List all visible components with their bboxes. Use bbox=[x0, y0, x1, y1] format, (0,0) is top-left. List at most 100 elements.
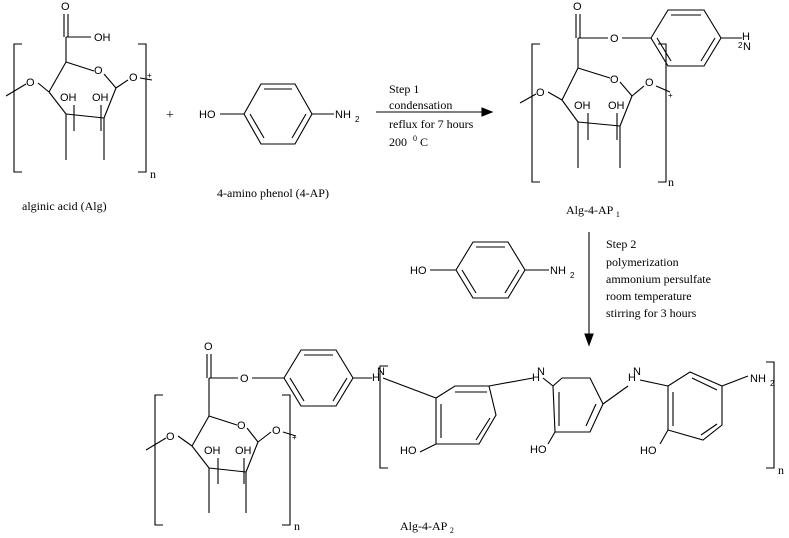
ap-ho: HO bbox=[199, 109, 216, 121]
ap2p-poly-ring-3-to-nh2 bbox=[721, 375, 749, 387]
ap2p-oh-a: OH bbox=[204, 445, 221, 457]
ap2p-end-nh2: NH bbox=[750, 373, 766, 385]
step1-temp-value: 200 bbox=[389, 135, 407, 149]
step1-line2: reflux for 7 hours bbox=[389, 117, 474, 131]
ap2p-ring-bond bbox=[191, 445, 210, 469]
ap1-nh2-h: H bbox=[742, 31, 750, 43]
ap1-ring-bond bbox=[577, 67, 611, 79]
ap2p-poly-ring-1-double-c bbox=[475, 417, 491, 441]
ap1-bracket-left bbox=[531, 43, 540, 183]
ap2p-carbonyl-o: O bbox=[204, 341, 213, 353]
ap2p-link-right bbox=[257, 431, 272, 443]
ap2p-poly-ring-3 bbox=[667, 371, 723, 441]
ap1-carbonyl-o: O bbox=[573, 1, 582, 13]
step1-temp: 200 0 C bbox=[389, 130, 428, 149]
ap2-nh2-sub: 2 bbox=[570, 271, 575, 280]
ap2p-repeat-n-poly: n bbox=[778, 463, 784, 477]
alg-oh-a: OH bbox=[60, 92, 77, 104]
ap2p-poly-ring-3-double-b bbox=[691, 377, 718, 391]
ap2p-link-left bbox=[177, 435, 193, 447]
ap2-caption-sub: 2 bbox=[450, 526, 454, 535]
ap2-ring-double-c bbox=[504, 269, 520, 294]
alg-oh-b: OH bbox=[92, 92, 109, 104]
ap2p-plus-end: + bbox=[292, 433, 297, 442]
step2-arrow bbox=[584, 232, 594, 347]
ap1-benzene-ring bbox=[650, 9, 722, 67]
alg-ring-bond bbox=[65, 61, 95, 72]
step2-line4: stirring for 3 hours bbox=[606, 306, 697, 320]
ap2p-bracket-left bbox=[154, 394, 163, 526]
step1-temp-sup: 0 bbox=[413, 134, 417, 143]
ap-ring-double-c bbox=[291, 113, 307, 139]
ap2p-ho-1: HO bbox=[400, 445, 417, 457]
alg-link-o-right: O bbox=[129, 72, 138, 84]
ap1-ring-double-b bbox=[656, 37, 672, 62]
alg-repeat-n: n bbox=[150, 167, 156, 181]
ap2-ring-double-b bbox=[461, 269, 477, 294]
step2-line1: polymerization bbox=[606, 255, 679, 269]
ap1-ring-bond bbox=[577, 121, 621, 127]
ap2p-link-o-right: O bbox=[272, 425, 281, 437]
alg-hydroxyl: OH bbox=[94, 32, 111, 44]
ap2p-nh3-to-ring3 bbox=[639, 379, 669, 387]
reaction-plus-sign: + bbox=[166, 108, 174, 123]
ap1-link-o-right: O bbox=[645, 77, 654, 89]
alg-ring-bond bbox=[48, 91, 67, 115]
ap2p-nh2-n: N bbox=[537, 366, 545, 378]
ap2p-ring-bond bbox=[246, 427, 259, 443]
step2-arrowhead bbox=[584, 333, 594, 347]
step2-line2: ammonium persulfate bbox=[606, 272, 711, 286]
ap2-caption-main: Alg-4-AP bbox=[400, 519, 448, 533]
ap2p-ring-bond bbox=[245, 441, 259, 473]
ap1-ring-bond bbox=[561, 67, 579, 101]
ap1-nh2-n: N bbox=[743, 41, 751, 53]
ap2p-link-o-left: O bbox=[166, 431, 175, 443]
alg-link-left-out bbox=[5, 83, 27, 97]
ap2p-nh1-h: H bbox=[372, 372, 380, 384]
ap2p-poly-ring-1-ho bbox=[419, 443, 437, 453]
ap-ring-double-b bbox=[249, 113, 265, 139]
ap2p-poly-ring-2-double-b bbox=[585, 403, 597, 427]
ap2p-nh2-h: H bbox=[532, 372, 540, 384]
ap1-caption-sub: 1 bbox=[616, 210, 620, 219]
ap-nh2-sub: 2 bbox=[355, 115, 360, 124]
ap1-ring-o: O bbox=[610, 74, 619, 86]
step1-title: Step 1 bbox=[389, 82, 419, 96]
ap1-plus-end: + bbox=[668, 91, 673, 100]
alg-bracket-left bbox=[13, 43, 22, 173]
ap1-ring-bond bbox=[619, 95, 633, 127]
aminophenol-structure: HO NH 2 4-amino phenol (4-AP) bbox=[199, 83, 360, 200]
ap2p-poly-bracket-right bbox=[766, 361, 775, 469]
ap-benzene-ring bbox=[243, 83, 313, 145]
ap2-benzene-ring bbox=[455, 241, 526, 299]
ap1-ring-bond bbox=[619, 81, 633, 97]
alg-plus-end: + bbox=[147, 71, 152, 80]
ap2p-poly-ring-1-to-nh2 bbox=[488, 377, 534, 387]
alginic-acid-structure: O OH O O O OH OH + n alginic acid (Alg) bbox=[5, 1, 156, 213]
ap2p-link-left-out bbox=[145, 437, 167, 451]
ap1-link-o-left: O bbox=[536, 87, 545, 99]
alg-4-ap2-structure: O O O O O OH OH + n bbox=[145, 341, 784, 533]
alg-ring-bond bbox=[103, 87, 117, 119]
alg-ring-bond bbox=[103, 73, 117, 89]
alg-ring-bond bbox=[48, 61, 67, 93]
ap1-oh-b: OH bbox=[608, 100, 625, 112]
ap1-link-right bbox=[631, 85, 645, 97]
alg-ring-o: O bbox=[94, 65, 103, 77]
alg-link-right-out bbox=[139, 77, 153, 81]
ap2p-ring-bond bbox=[208, 467, 247, 473]
aminophenol-step2-structure: HO NH 2 bbox=[410, 241, 575, 299]
ap1-nh2-sub: 2 bbox=[738, 41, 743, 50]
ap2p-ho-3: HO bbox=[640, 445, 657, 457]
step2-line3: room temperature bbox=[606, 289, 692, 303]
ap1-ester-o: O bbox=[610, 33, 619, 45]
alg-4-ap1-structure: O O O O O OH OH H 2 N + n bbox=[519, 1, 751, 189]
ap2p-poly-ring-2-ho bbox=[547, 431, 556, 445]
alg-ring-bond bbox=[65, 113, 105, 119]
ap1-caption-main: Alg-4-AP bbox=[566, 203, 614, 217]
ap1-link-right-out bbox=[655, 85, 671, 93]
ap1-link-left bbox=[547, 91, 563, 101]
alg-link-left bbox=[37, 82, 50, 93]
ap2p-poly-ring-3-double-c bbox=[700, 423, 718, 436]
